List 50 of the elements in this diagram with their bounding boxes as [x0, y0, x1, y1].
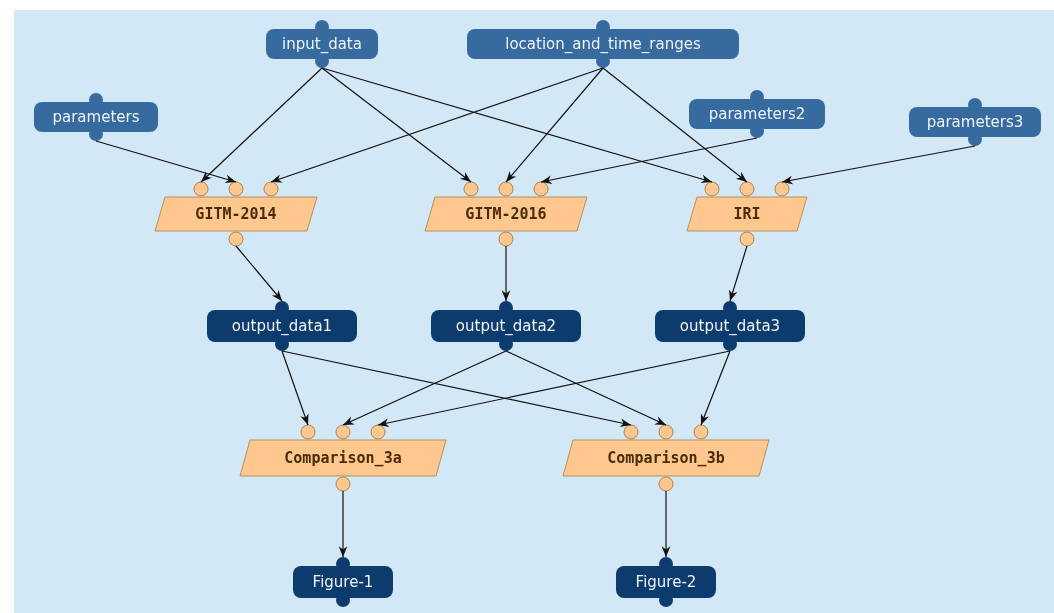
arrow — [281, 350, 632, 427]
arrow — [200, 67, 323, 183]
node-label: Figure-1 — [312, 573, 374, 591]
data-pill — [207, 310, 357, 342]
process-parallelogram — [240, 440, 446, 476]
node-label: GITM-2016 — [465, 205, 547, 223]
data-pill — [655, 310, 805, 342]
node-label: output_data1 — [231, 317, 333, 335]
arrow — [781, 145, 976, 185]
data-pill — [34, 102, 158, 132]
arrow — [505, 67, 604, 183]
arrow — [540, 137, 758, 185]
arrow — [235, 245, 283, 302]
data-pill — [293, 566, 393, 598]
arrow — [270, 67, 604, 183]
arrow — [602, 67, 748, 183]
process-parallelogram — [687, 197, 807, 231]
node-label: Comparison_3b — [607, 449, 725, 467]
arrow — [338, 490, 348, 558]
node-label: Comparison_3a — [284, 449, 402, 467]
arrow — [321, 67, 713, 184]
data-pill — [467, 29, 739, 59]
arrow — [700, 350, 731, 426]
node-label: Figure-2 — [635, 573, 697, 591]
node-label: IRI — [733, 205, 761, 223]
node-label: output_data2 — [455, 317, 557, 335]
arrow — [661, 490, 671, 558]
data-pill — [431, 310, 581, 342]
process-parallelogram — [563, 440, 769, 476]
node-label: parameters3 — [926, 113, 1024, 131]
node-label: parameters — [52, 108, 140, 126]
data-pill — [266, 29, 378, 59]
arrow — [501, 245, 511, 302]
node-label: GITM-2014 — [195, 205, 277, 223]
node-label: parameters2 — [708, 105, 806, 123]
process-parallelogram — [425, 197, 587, 231]
node-label: output_data3 — [679, 317, 781, 335]
node-label: input_data — [282, 35, 362, 53]
arrow — [729, 245, 748, 302]
arrow — [281, 350, 309, 426]
arrow — [95, 140, 237, 184]
arrow — [321, 67, 472, 183]
data-pill — [616, 566, 716, 598]
node-label: location_and_time_ranges — [505, 35, 701, 53]
arrow — [505, 350, 667, 426]
data-pill — [689, 99, 825, 129]
arrow — [377, 350, 731, 427]
data-pill — [909, 107, 1041, 137]
arrow — [342, 350, 507, 426]
process-parallelogram — [155, 197, 317, 231]
